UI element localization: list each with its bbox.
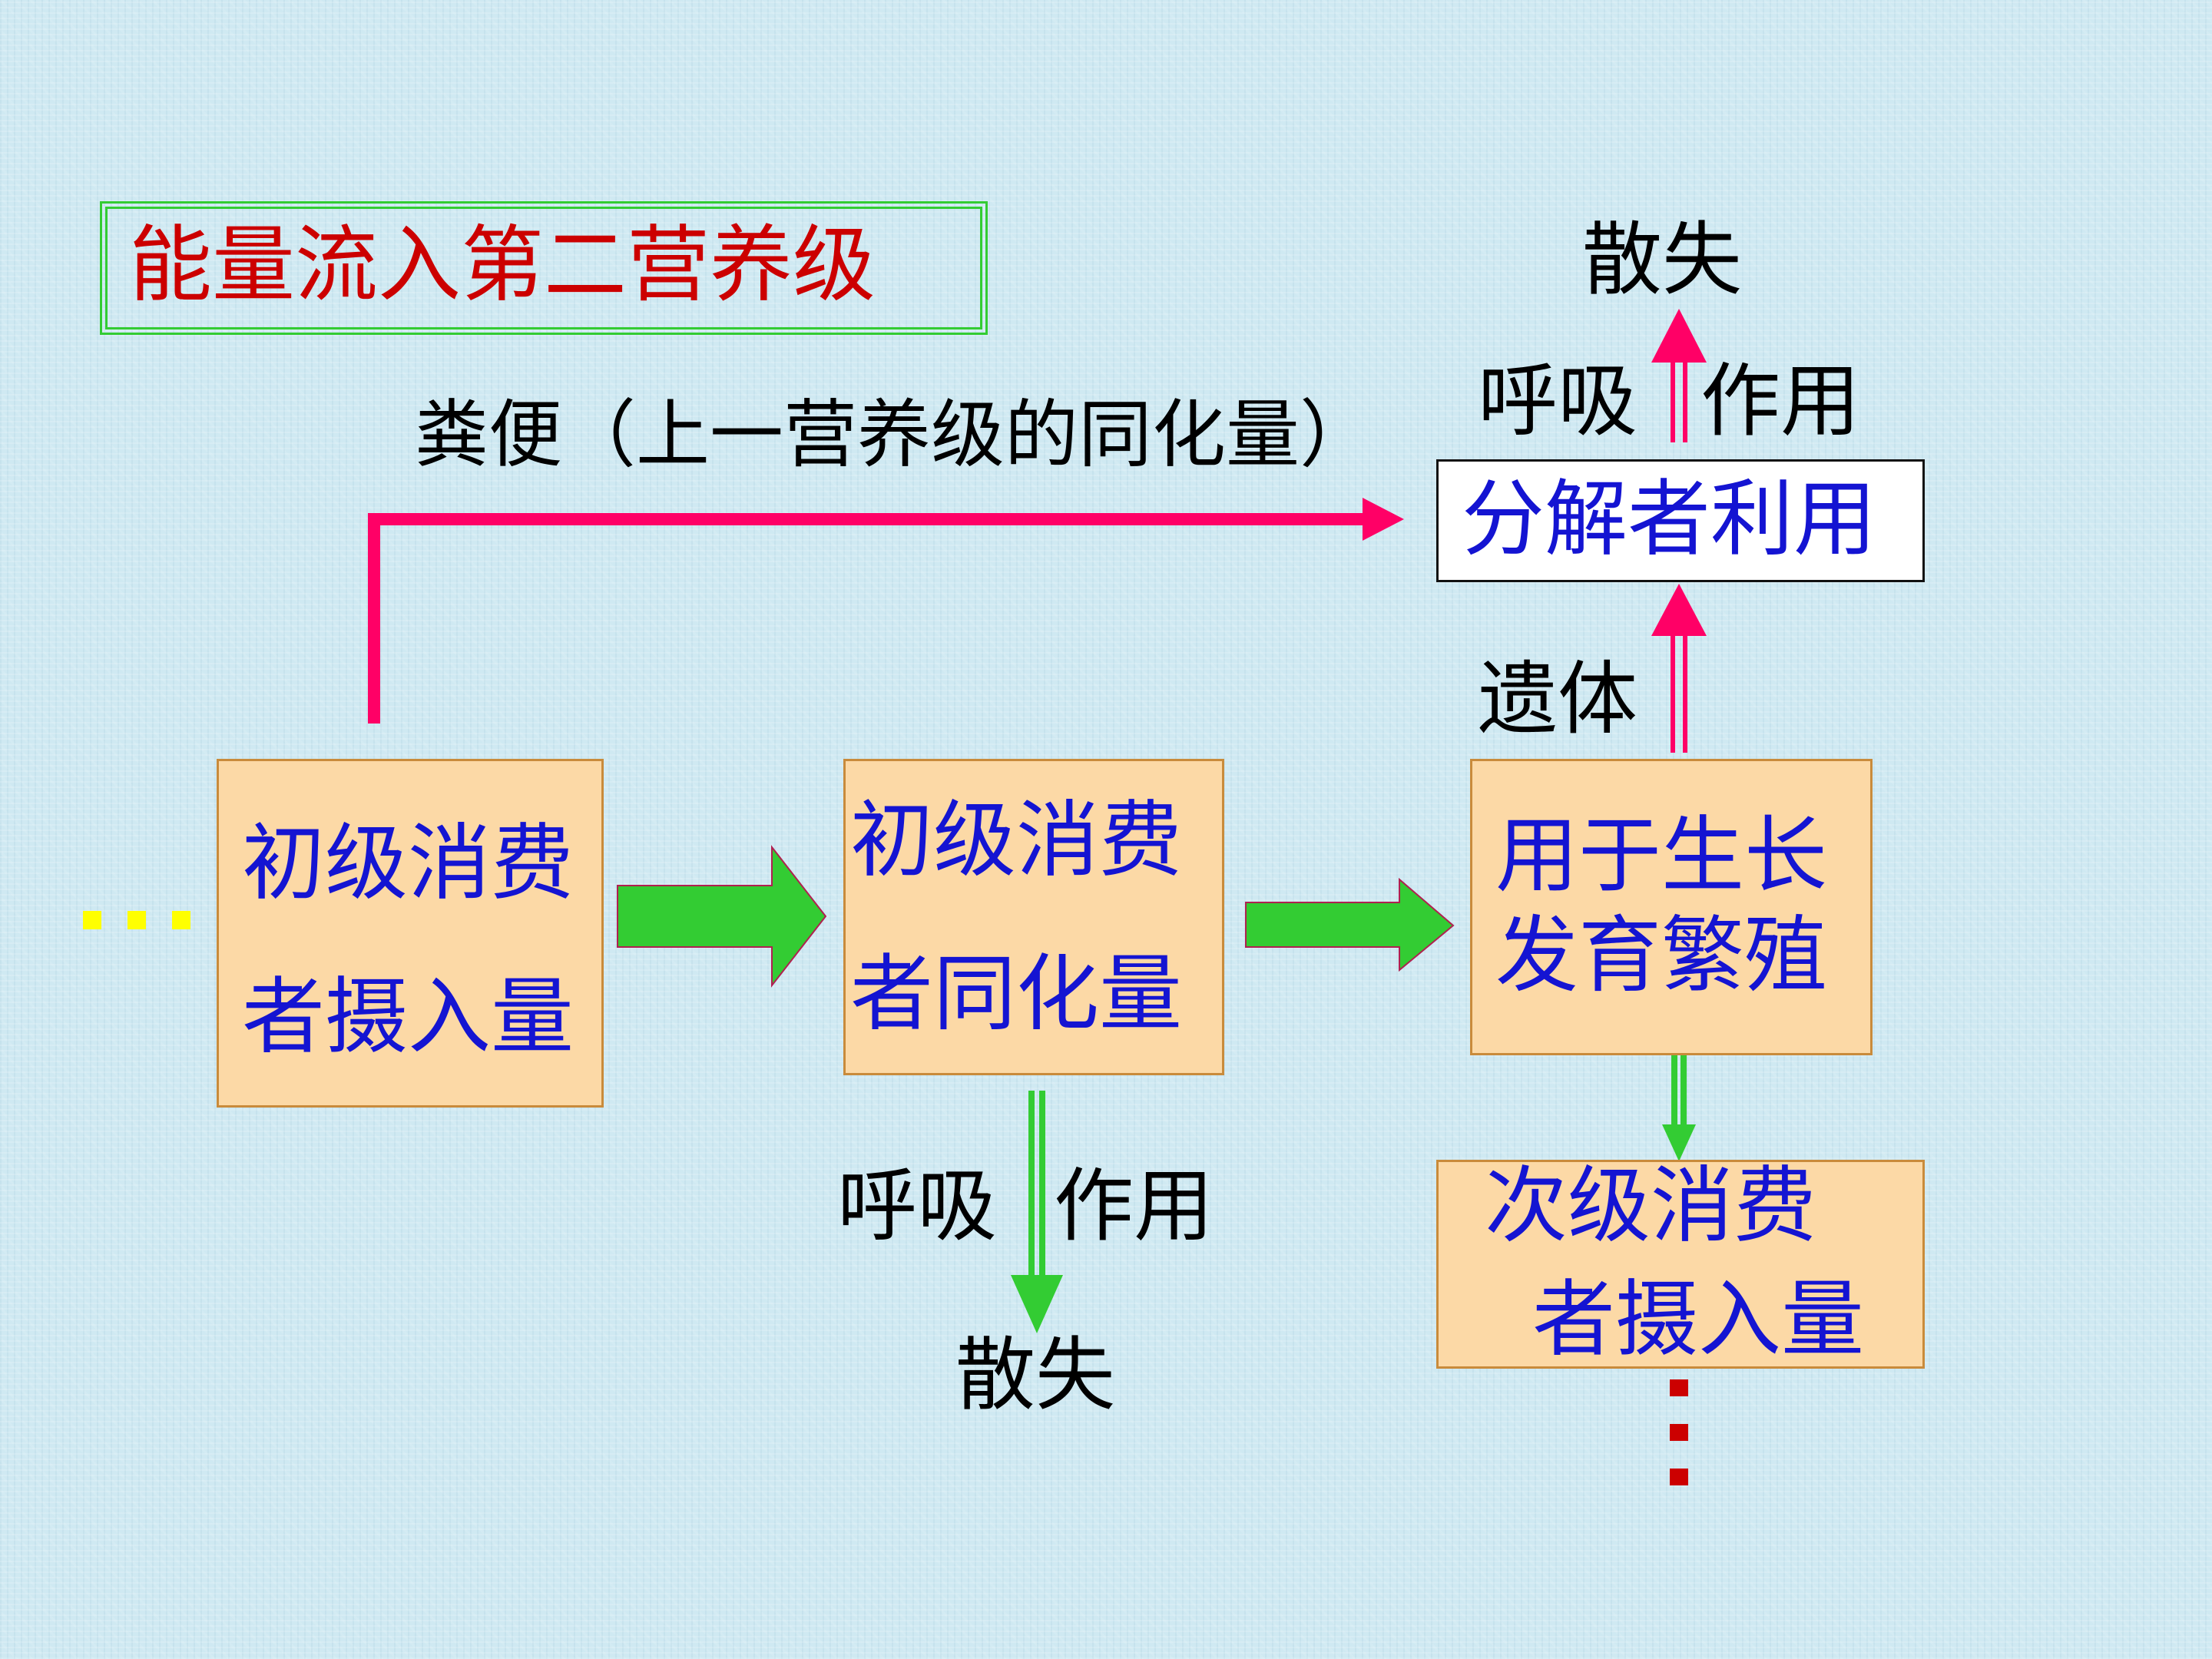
respiration-down-arrow — [1011, 1091, 1063, 1333]
dissipation-label-top: 散失 — [1582, 213, 1743, 306]
respiration-label-left: 呼吸 — [837, 1159, 998, 1253]
respiration-label-right: 作用 — [1054, 1159, 1214, 1253]
green-arrow-1 — [617, 845, 827, 988]
primary-assimilation-box: 初级消费 者同化量 — [843, 759, 1224, 1075]
decomposer-label: 分解者利用 — [1462, 472, 1877, 568]
growth-line1: 用于生长 — [1495, 808, 1828, 904]
primary-intake-box: 初级消费 者摄入量 — [217, 759, 604, 1108]
growth-to-secondary-arrow — [1662, 1055, 1696, 1161]
secondary-intake-line2: 者摄入量 — [1532, 1272, 1865, 1368]
secondary-intake-line1: 次级消费 — [1485, 1158, 1817, 1254]
decomposer-respiration-arrow — [1651, 309, 1707, 442]
feces-arrow — [368, 513, 1375, 724]
title-frame — [100, 201, 988, 335]
feces-label: 粪便（上一营养级的同化量） — [415, 392, 1373, 478]
ellipsis-bottom-dots — [1670, 1379, 1688, 1485]
secondary-intake-box: 次级消费 者摄入量 — [1436, 1160, 1925, 1369]
dissipation-label-bottom: 散失 — [955, 1328, 1116, 1422]
respiration-label-top-left: 呼吸 — [1478, 354, 1638, 448]
primary-intake-line1: 初级消费 — [242, 816, 575, 912]
primary-assimilation-line1: 初级消费 — [850, 793, 1183, 889]
diagram-title: 能量流入第二营养级 — [129, 217, 876, 313]
primary-assimilation-line2: 者同化量 — [850, 946, 1183, 1042]
primary-intake-line2: 者摄入量 — [242, 969, 575, 1065]
decomposer-box: 分解者利用 — [1436, 459, 1925, 582]
remains-up-arrow — [1651, 584, 1707, 753]
green-arrow-2 — [1245, 877, 1455, 972]
feces-arrowhead — [1363, 498, 1404, 541]
ellipsis-left-dots — [83, 911, 190, 929]
respiration-label-top-right: 作用 — [1700, 354, 1861, 448]
growth-box: 用于生长 发育繁殖 — [1470, 759, 1873, 1055]
remains-label: 遗体 — [1478, 652, 1638, 746]
growth-line2: 发育繁殖 — [1495, 908, 1828, 1004]
